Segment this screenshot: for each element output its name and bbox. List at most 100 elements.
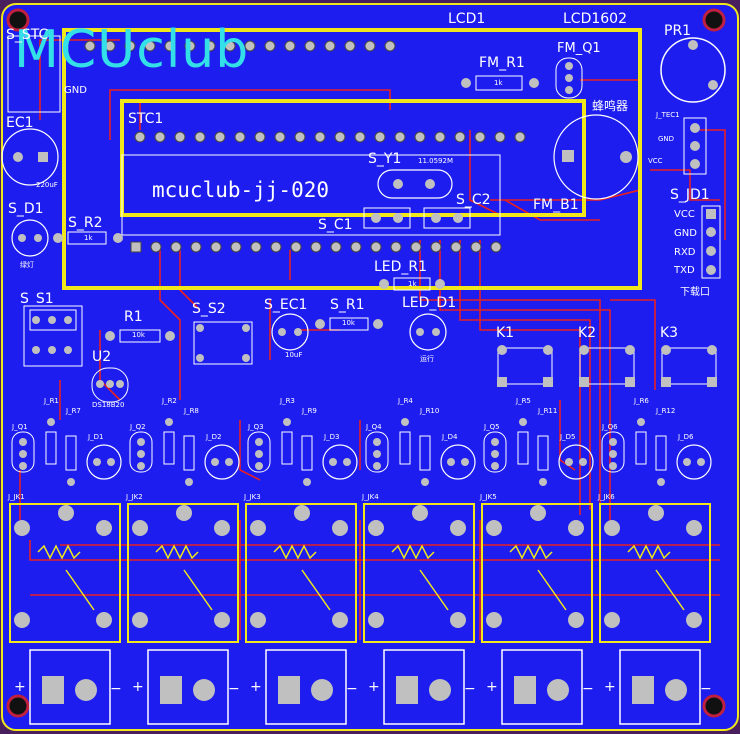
label-led-r1-val: 1k [408, 280, 417, 288]
label-s-ec1-val: 10uF [285, 351, 303, 359]
label-u2-val: DS18B20 [92, 401, 125, 409]
button-k1-shape [497, 345, 553, 387]
relay-j_jk5 [481, 503, 593, 643]
label-s-y1: S_Y1 [368, 151, 402, 167]
switch-s-s2 [193, 321, 253, 365]
resistor-j_r4 [399, 431, 411, 465]
cap-c2 [423, 207, 471, 229]
label-terminal-minus-1: − [110, 681, 122, 697]
transistor-j_q4 [365, 431, 389, 473]
label-download: 下载口 [680, 287, 710, 298]
label-terminal-minus-4: − [464, 681, 476, 697]
resistor-j_r5 [517, 431, 529, 465]
button-k3[interactable]: K3 [660, 325, 679, 341]
label-s-r2-val: 1k [84, 234, 93, 242]
label-s-stc: S_STC [6, 27, 49, 43]
label-green-light: 绿灯 [20, 261, 34, 269]
header-j-tec1 [683, 117, 707, 175]
label-j_q4: J_Q4 [366, 423, 382, 431]
board-substrate [1, 3, 739, 731]
label-stc1: STC1 [128, 111, 164, 127]
crystal-y1 [377, 169, 453, 199]
terminal-block-4 [383, 649, 465, 725]
label-r1-val: 10k [132, 331, 145, 339]
lcd-pin-row [84, 40, 396, 52]
label-s-s1: S_S1 [20, 291, 54, 307]
terminal-block-6 [619, 649, 701, 725]
terminal-block-3 [265, 649, 347, 725]
terminal-block-5 [501, 649, 583, 725]
resistor-led-r1 [393, 277, 431, 291]
label-j_r3: J_R3 [280, 397, 295, 405]
label-j_d4: J_D4 [442, 433, 458, 441]
label-j_d3: J_D3 [324, 433, 340, 441]
resistor-j_r3 [281, 431, 293, 465]
led-j_d2 [204, 444, 240, 480]
resistor-j_r11 [537, 435, 549, 471]
label-j_r2: J_R2 [162, 397, 177, 405]
relay-j_jk3 [245, 503, 357, 643]
brand-logo: MCUclub [14, 20, 250, 80]
label-u2: U2 [92, 349, 112, 365]
label-fm-b1: FM_B1 [533, 197, 579, 213]
label-j_d2: J_D2 [206, 433, 222, 441]
label-s-r1-val: 10k [342, 319, 355, 327]
label-j_q2: J_Q2 [130, 423, 146, 431]
stc1-top-pins [134, 131, 526, 143]
s-stc-block [7, 35, 61, 113]
terminal-block-2 [147, 649, 229, 725]
buzzer-fm-b1 [553, 114, 639, 200]
label-j_jk5: J_JK5 [480, 493, 497, 501]
label-gnd-tec: GND [658, 135, 675, 143]
label-s-r1: S_R1 [330, 297, 365, 313]
label-led-d1: LED_D1 [402, 295, 457, 311]
label-s-d1: S_D1 [8, 201, 44, 217]
label-j_q1: J_Q1 [12, 423, 28, 431]
label-j_jk2: J_JK2 [126, 493, 143, 501]
label-lcd1: LCD1 [448, 11, 486, 27]
resistor-j_r7 [65, 435, 77, 471]
terminal-block-1 [29, 649, 111, 725]
button-k1[interactable]: K1 [496, 325, 515, 341]
label-led-d1-sub: 运行 [420, 355, 434, 363]
label-j_jk4: J_JK4 [362, 493, 379, 501]
label-j-tec1: J_TEC1 [656, 111, 680, 119]
coil-j_jk6 [627, 544, 671, 560]
photoresistor-pr1 [660, 37, 726, 103]
led-j_d6 [676, 444, 712, 480]
coil-j_jk4 [391, 544, 435, 560]
label-terminal-plus-2: + [132, 679, 144, 695]
label-terminal-plus-4: + [368, 679, 380, 695]
label-fm-q1: FM_Q1 [557, 41, 601, 56]
terminal-blocks [29, 649, 701, 725]
cap-c1 [363, 207, 411, 229]
led-j_d5 [558, 444, 594, 480]
label-lcd1602: LCD1602 [563, 11, 627, 27]
led-j_d3 [322, 444, 358, 480]
stc1-bottom-pins [130, 241, 502, 253]
resistor-j_r10 [419, 435, 431, 471]
label-j_r6: J_R6 [634, 397, 649, 405]
label-s-ec1: S_EC1 [264, 297, 308, 313]
transistor-j_q3 [247, 431, 271, 473]
relay-j_jk1 [9, 503, 121, 643]
board-silk-text: mcuclub-jj-020 [152, 178, 330, 202]
label-j_jk6: J_JK6 [598, 493, 615, 501]
transistor-fm-q1 [555, 57, 583, 99]
label-rxd: RXD [674, 247, 696, 258]
resistor-s-r2 [67, 231, 107, 245]
relay-j_jk4 [363, 503, 475, 643]
label-ec1-val: 220uF [36, 181, 58, 189]
label-j_d5: J_D5 [560, 433, 576, 441]
button-k2[interactable]: K2 [578, 325, 597, 341]
mounting-holes [6, 8, 726, 718]
label-terminal-minus-5: − [582, 681, 594, 697]
led-j_d1 [86, 444, 122, 480]
label-led-r1: LED_R1 [374, 259, 428, 275]
label-fm-r1: FM_R1 [479, 55, 525, 71]
led-d1 [409, 313, 447, 351]
coil-j_jk1 [37, 544, 81, 560]
label-terminal-plus-5: + [486, 679, 498, 695]
relay-channels [9, 418, 712, 643]
label-terminal-plus-6: + [604, 679, 616, 695]
